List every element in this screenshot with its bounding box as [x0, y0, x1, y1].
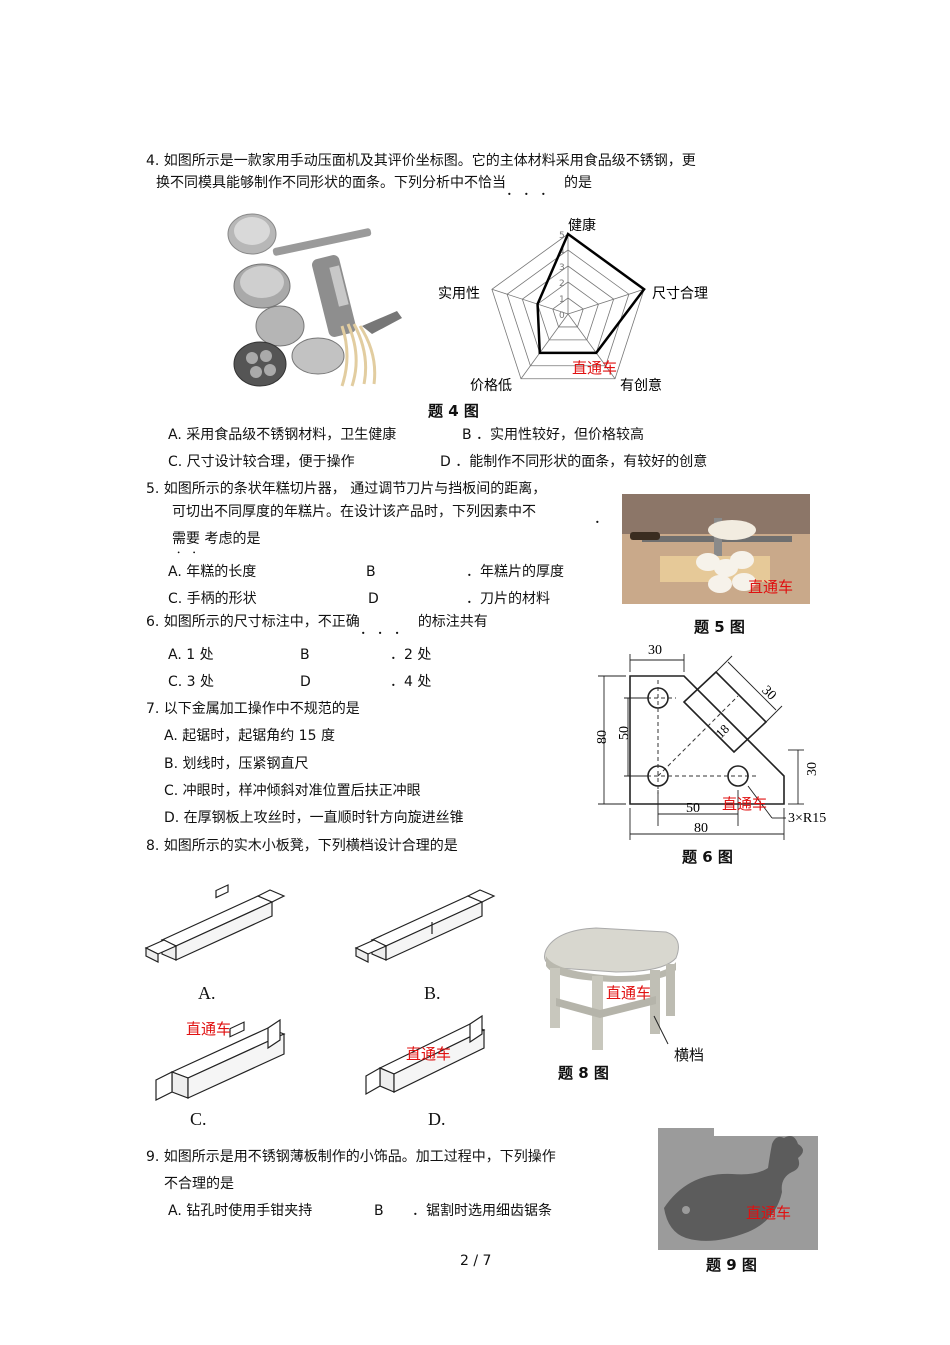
q4-option-d: D ．能制作不同形状的面条，有较好的创意 — [440, 454, 708, 470]
crossbar-option-d — [365, 1014, 486, 1096]
q6-option-b-letter: B — [300, 647, 310, 663]
radar-scale: 5 4 3 2 1 0 — [559, 231, 565, 321]
dim-radius: 3×R15 — [788, 811, 826, 826]
radar-scale-tick: 5 — [559, 231, 565, 241]
q5-caption: 题 5 图 — [694, 618, 745, 636]
q5-line2: 可切出不同厚度的年糕片。在设计该产品时，下列因素中不 — [172, 504, 536, 520]
q4-emphasis-dots: ．．． — [506, 183, 564, 199]
dim-right-30: 30 — [805, 762, 820, 776]
radar-axis — [520, 313, 569, 379]
dim-slot-18: 18 — [712, 721, 732, 741]
radar-chart: 5 4 3 2 1 0 健康 尺寸合理 有创意 价格低 实用性 — [438, 217, 708, 394]
q6-line1-end: 的标注共有 — [417, 614, 488, 630]
q4-line2-text: 换不同模具能够制作不同形状的面条。下列分析中不恰当 — [156, 175, 506, 191]
q4-option-c: C. 尺寸设计较合理，便于操作 — [168, 454, 355, 470]
q6-option-c: C. 3 处 — [168, 674, 215, 690]
radar-scale-tick: 2 — [559, 279, 565, 289]
steel-ornament-photo — [658, 1128, 818, 1250]
q5-option-b: ．年糕片的厚度 — [466, 564, 564, 580]
rice-cake-slicer-photo — [622, 494, 810, 604]
dim-left-50: 50 — [617, 726, 632, 740]
option-c-label: C. — [190, 1109, 207, 1129]
q8-line1: 8. 如图所示的实木小板凳，下列横档设计合理的是 — [146, 838, 458, 854]
crossbar-part-label: 横档 — [674, 1046, 705, 1064]
q4-line2-end: 的是 — [564, 175, 592, 191]
q6-option-b: ．2 处 — [390, 647, 432, 663]
q4-option-b: B ．实用性较好，但价格较高 — [462, 427, 645, 443]
q7-option-c: C. 冲眼时，样冲倾斜对准位置后扶正冲眼 — [164, 783, 421, 799]
q4-option-a: A. 采用食品级不锈钢材料，卫生健康 — [168, 427, 397, 443]
q5-option-c: C. 手柄的形状 — [168, 591, 257, 607]
option-b-label: B. — [424, 983, 441, 1003]
dim-bottom-80: 80 — [694, 821, 708, 836]
radar-axes — [491, 234, 645, 379]
radar-axis — [491, 288, 569, 315]
q4-line2: 换不同模具能够制作不同形状的面条。下列分析中不恰当．．．的是 — [156, 174, 592, 199]
dim-slot-30: 30 — [758, 683, 779, 704]
q6-line1-text: 6. 如图所示的尺寸标注中，不正确 — [146, 614, 360, 630]
q5-emphasis-dot: ． — [594, 511, 608, 527]
watermark-q9: 直通车 — [746, 1204, 792, 1222]
q5-line1: 5. 如图所示的条状年糕切片器， 通过调节刀片与挡板间的距离， — [146, 481, 547, 497]
radar-label-creative: 有创意 — [620, 377, 662, 394]
crossbar-option-a — [144, 884, 286, 963]
dim-top-30: 30 — [648, 643, 662, 658]
radar-grid-ring — [537, 281, 599, 341]
q5-option-a: A. 年糕的长度 — [168, 564, 257, 580]
q6-line1: 6. 如图所示的尺寸标注中，不正确．．．的标注共有 — [146, 613, 488, 638]
radar-grid-ring — [552, 297, 584, 328]
watermark-q6: 直通车 — [722, 795, 768, 813]
option-d-label: D. — [428, 1109, 446, 1129]
q5-option-d-letter: D — [368, 591, 379, 607]
dimension-drawing: 30 80 50 18 30 50 80 30 3×R15 — [595, 643, 826, 840]
crossbar-option-c — [155, 1018, 286, 1101]
radar-label-size: 尺寸合理 — [652, 286, 708, 302]
q9-line1: 9. 如图所示是用不锈钢薄板制作的小饰品。加工过程中，下列操作 — [146, 1149, 556, 1165]
q9-option-b-letter: B — [374, 1203, 384, 1219]
q9-line2: 不合理的是 — [164, 1176, 234, 1192]
q7-option-d: D. 在厚钢板上攻丝时，一直顺时针方向旋进丝锥 — [164, 810, 464, 826]
q7-option-a: A. 起锯时，起锯角约 15 度 — [164, 728, 335, 744]
dim-left-80: 80 — [595, 730, 610, 744]
q6-option-d-letter: D — [300, 674, 311, 690]
watermark-q8-stool: 直通车 — [606, 984, 652, 1002]
crossbar-option-b — [354, 889, 496, 963]
radar-rating-polygon — [536, 232, 646, 355]
radar-label-health: 健康 — [568, 217, 596, 234]
q6-caption: 题 6 图 — [682, 848, 733, 866]
dim-bottom-50: 50 — [686, 801, 700, 816]
watermark-q5: 直通车 — [748, 578, 794, 596]
q7-line1: 7. 以下金属加工操作中不规范的是 — [146, 701, 360, 717]
q4-line1: 4. 如图所示是一款家用手动压面机及其评价坐标图。它的主体材料采用食品级不锈钢，… — [146, 153, 696, 169]
watermark-q8-c: 直通车 — [186, 1020, 232, 1038]
q5-emphasis-dots: ．． — [176, 543, 213, 556]
q6-option-d: ．4 处 — [390, 674, 432, 690]
q9-option-a: A. 钻孔时使用手钳夹持 — [168, 1203, 313, 1219]
q6-option-a: A. 1 处 — [168, 647, 214, 663]
q6-emphasis-dots: ．．． — [359, 622, 418, 638]
q9-option-b: ．锯割时选用细齿锯条 — [412, 1203, 552, 1219]
q5-option-b-letter: B — [366, 564, 376, 580]
radar-scale-tick: 3 — [559, 263, 565, 273]
radar-scale-tick: 0 — [559, 311, 565, 321]
q9-caption: 题 9 图 — [706, 1256, 757, 1274]
watermark-q8-d: 直通车 — [406, 1045, 452, 1063]
radar-axis — [567, 288, 645, 315]
q4-caption: 题 4 图 — [428, 402, 479, 420]
radar-label-practical: 实用性 — [438, 286, 480, 302]
radar-scale-tick: 1 — [559, 295, 565, 305]
radar-label-price: 价格低 — [470, 378, 512, 394]
q5-option-d: ．刀片的材料 — [466, 591, 550, 607]
radar-axis — [567, 313, 616, 379]
wooden-stool-photo — [544, 927, 679, 1050]
q8-caption: 题 8 图 — [558, 1064, 609, 1082]
option-a-label: A. — [198, 983, 216, 1003]
radar-scale-tick: 4 — [559, 247, 565, 257]
radar-grid-ring — [506, 249, 630, 367]
page-number: 2 / 7 — [460, 1253, 492, 1269]
noodle-press-photo — [222, 206, 412, 396]
watermark-q4: 直通车 — [572, 359, 618, 377]
q7-option-b: B. 划线时，压紧钢直尺 — [164, 756, 309, 772]
q5-line3: 需要 考虑的是 — [172, 531, 261, 547]
